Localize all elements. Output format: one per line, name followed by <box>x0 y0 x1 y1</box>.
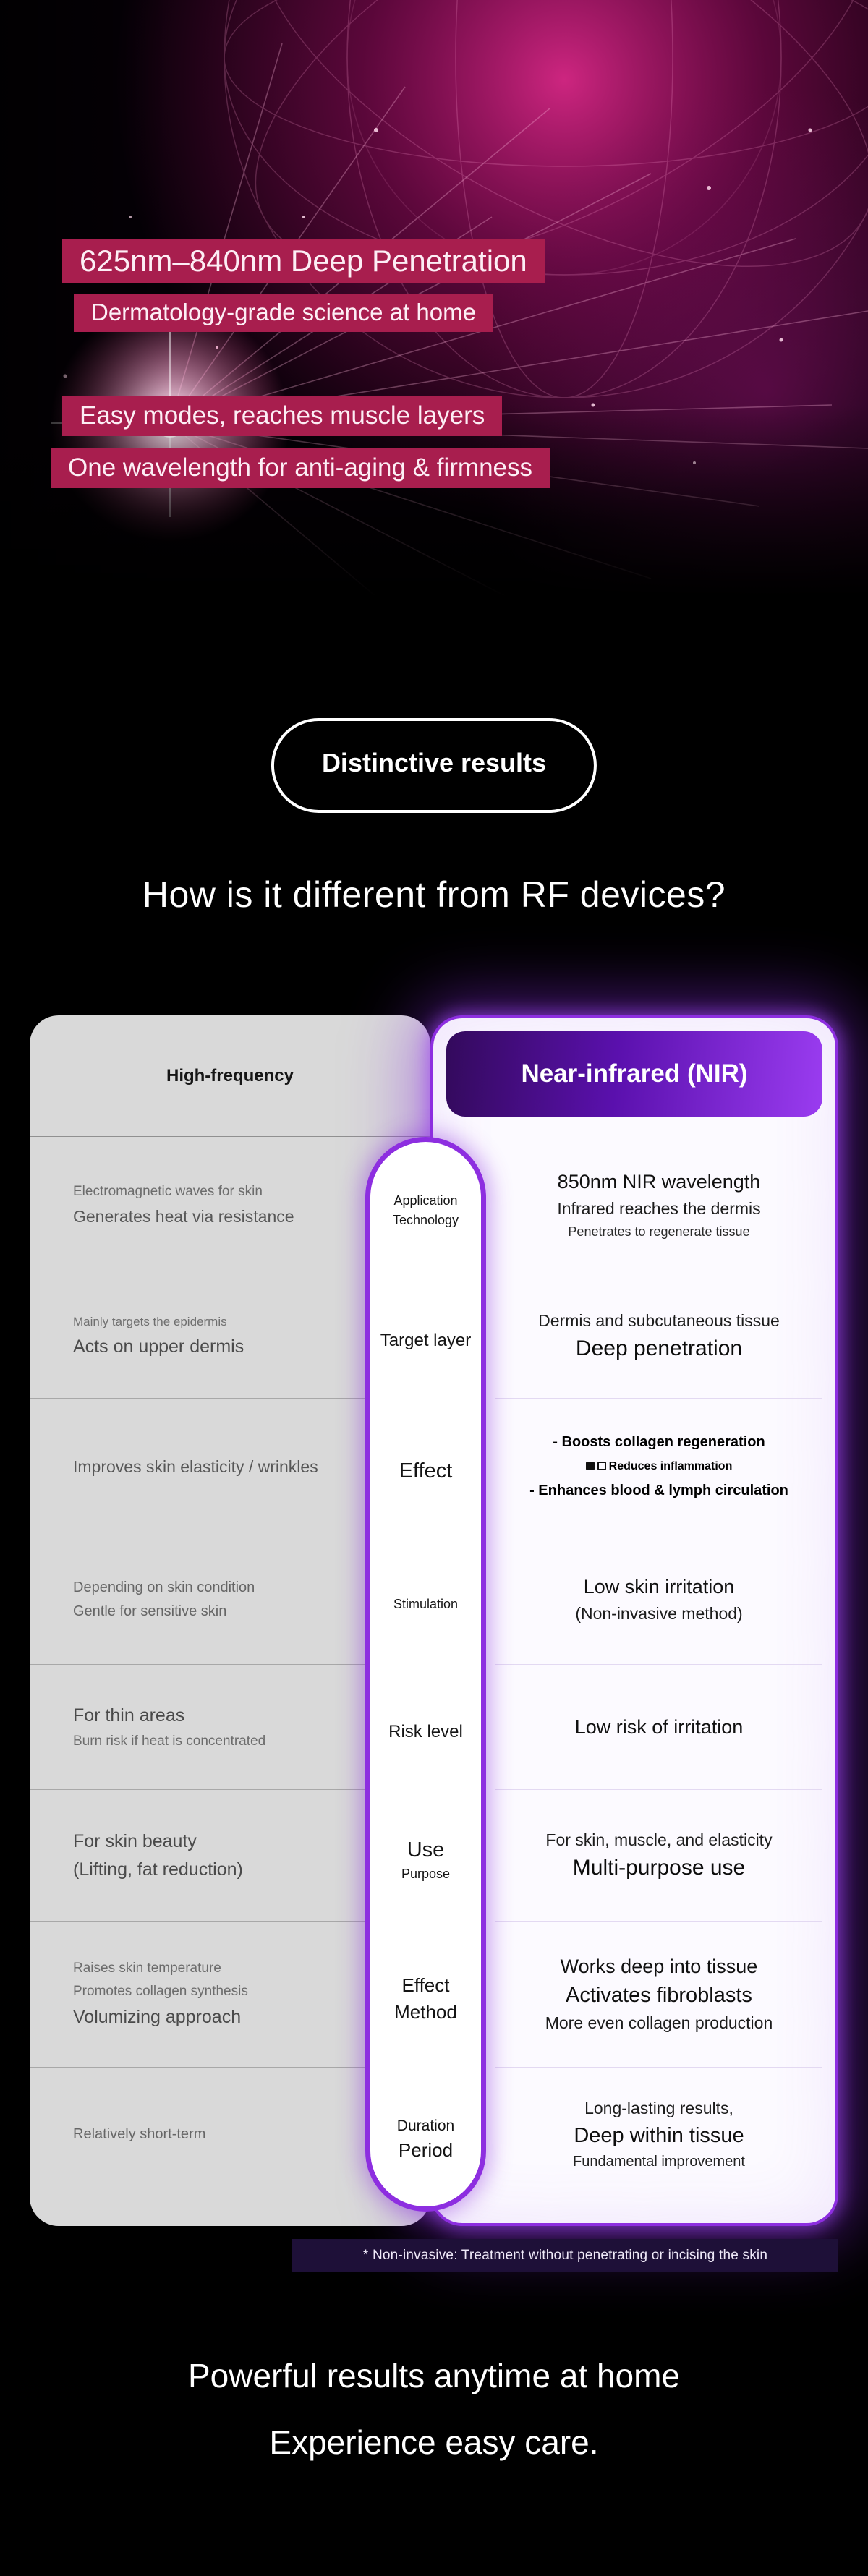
hero-subline: Dermatology-grade science at home <box>74 294 493 332</box>
row-label-capsule: Application Technology Target layer Effe… <box>365 1137 486 2212</box>
hf-line: Generates heat via resistance <box>73 1207 294 1226</box>
section-title: How is it different from RF devices? <box>142 874 726 915</box>
outro-line-1: Powerful results anytime at home <box>187 2357 681 2394</box>
label-application: Application Technology <box>370 1142 481 1279</box>
nir-card: Near-infrared (NIR) 850nm NIR wavelength… <box>430 1015 838 2226</box>
hf-row-target-layer: Mainly targets the epidermis Acts on upp… <box>30 1274 430 1398</box>
hf-row-risk: For thin areas Burn risk if heat is conc… <box>30 1664 430 1789</box>
nir-row-use: For skin, muscle, and elasticity Multi-p… <box>495 1789 822 1921</box>
nir-line: - Boosts collagen regeneration <box>553 1434 765 1450</box>
hf-line: Relatively short-term <box>73 2126 206 2142</box>
label-stimulation: Stimulation <box>370 1540 481 1669</box>
outro: Powerful results anytime at home Experie… <box>0 2356 868 2462</box>
hf-line: Depending on skin condition <box>73 1579 255 1595</box>
label-line: Effect <box>401 1974 450 1996</box>
nir-row-application: 850nm NIR wavelength Infrared reaches th… <box>495 1137 822 1274</box>
nir-row-duration: Long-lasting results, Deep within tissue… <box>495 2067 822 2201</box>
label-line: Period <box>398 2138 454 2161</box>
label-line: Duration <box>396 2117 455 2134</box>
label-use-purpose: Use Purpose <box>370 1794 481 1926</box>
high-frequency-header: High-frequency <box>30 1015 430 1137</box>
hf-line: (Lifting, fat reduction) <box>73 1859 243 1880</box>
label-line: Method <box>394 2001 457 2023</box>
hf-row-stimulation: Depending on skin condition Gentle for s… <box>30 1535 430 1664</box>
nir-line: Deep within tissue <box>574 2124 744 2147</box>
label-line: Stimulation <box>393 1597 459 1611</box>
label-duration-period: Duration Period <box>370 2072 481 2206</box>
nir-row-effect: - Boosts collagen regeneration Reduces i… <box>495 1398 822 1535</box>
label-target-layer: Target layer <box>370 1279 481 1403</box>
nir-line: (Non-invasive method) <box>575 1604 743 1623</box>
hf-line: Mainly targets the epidermis <box>73 1315 227 1328</box>
nir-line: For skin, muscle, and elasticity <box>545 1830 773 1849</box>
label-effect-method: Effect Method <box>370 1926 481 2072</box>
label-line: Effect <box>399 1459 453 1483</box>
nir-line: Penetrates to regenerate tissue <box>568 1224 750 1239</box>
hf-line: For thin areas <box>73 1705 185 1726</box>
hf-line: Gentle for sensitive skin <box>73 1603 227 1619</box>
hf-row-duration: Relatively short-term <box>30 2067 430 2201</box>
label-line: Purpose <box>401 1867 451 1881</box>
hero-feature-line-2: One wavelength for anti-aging & firmness <box>51 448 550 488</box>
inflammation-icon <box>585 1462 595 1470</box>
hf-line: Raises skin temperature <box>73 1961 221 1976</box>
hf-line: Volumizing approach <box>73 2007 242 2027</box>
nir-line: Works deep into tissue <box>560 1956 758 1977</box>
nir-line: Infrared reaches the dermis <box>557 1199 761 1218</box>
hf-line: Improves skin elasticity / wrinkles <box>73 1457 318 1476</box>
nir-row-target-layer: Dermis and subcutaneous tissue Deep pene… <box>495 1274 822 1398</box>
label-risk-level: Risk level <box>370 1669 481 1794</box>
label-line: Use <box>407 1838 445 1861</box>
outro-line-2: Experience easy care. <box>269 2423 599 2461</box>
hf-line: Promotes collagen synthesis <box>73 1984 248 1999</box>
label-line: Target layer <box>380 1331 472 1350</box>
inflammation-icon-outline <box>597 1462 606 1470</box>
nir-line: Dermis and subcutaneous tissue <box>538 1311 780 1330</box>
nir-line: Low skin irritation <box>583 1576 735 1598</box>
nir-header: Near-infrared (NIR) <box>446 1031 822 1117</box>
non-invasive-footnote: * Non-invasive: Treatment without penetr… <box>292 2239 838 2272</box>
nir-line: Activates fibroblasts <box>566 1984 752 2007</box>
hf-row-effect: Improves skin elasticity / wrinkles <box>30 1398 430 1535</box>
hf-line: For skin beauty <box>73 1830 197 1851</box>
nir-line: - Enhances blood & lymph circulation <box>529 1483 788 1498</box>
nir-row-stimulation: Low skin irritation (Non-invasive method… <box>495 1535 822 1664</box>
hf-row-application: Electromagnetic waves for skin Generates… <box>30 1137 430 1274</box>
nir-line: Deep penetration <box>575 1336 743 1360</box>
nir-row-method: Works deep into tissue Activates fibrobl… <box>495 1921 822 2067</box>
nir-row-risk: Low risk of irritation <box>495 1664 822 1789</box>
nir-line: Reduces inflammation <box>585 1460 733 1473</box>
distinctive-results-button[interactable]: Distinctive results <box>271 718 597 813</box>
high-frequency-card: High-frequency Electromagnetic waves for… <box>30 1015 430 2226</box>
hf-line: Burn risk if heat is concentrated <box>73 1733 266 1749</box>
nir-line: Low risk of irritation <box>574 1715 744 1738</box>
label-effect: Effect <box>370 1403 481 1540</box>
nir-rows: 850nm NIR wavelength Infrared reaches th… <box>495 1137 822 2201</box>
label-line: Risk level <box>388 1721 463 1741</box>
nir-line: Long-lasting results, <box>584 2099 733 2117</box>
nir-line: Multi-purpose use <box>572 1856 746 1880</box>
nir-line: More even collagen production <box>545 2013 773 2032</box>
high-frequency-rows: Electromagnetic waves for skin Generates… <box>30 1137 430 2201</box>
hf-line: Electromagnetic waves for skin <box>73 1184 263 1199</box>
label-line: Technology <box>392 1212 459 1227</box>
hero-banner: 625nm–840nm Deep Penetration Dermatology… <box>0 0 868 597</box>
nir-line-text: Reduces inflammation <box>608 1460 733 1472</box>
hero-feature-line-1: Easy modes, reaches muscle layers <box>62 396 503 436</box>
hero-headline: 625nm–840nm Deep Penetration <box>62 239 545 284</box>
hf-line: Acts on upper dermis <box>73 1336 244 1357</box>
label-line: Application <box>393 1193 458 1208</box>
hf-row-method: Raises skin temperature Promotes collage… <box>30 1921 430 2067</box>
hf-row-use: For skin beauty (Lifting, fat reduction) <box>30 1789 430 1921</box>
nir-line: Fundamental improvement <box>573 2154 745 2170</box>
nir-line: 850nm NIR wavelength <box>557 1171 761 1193</box>
